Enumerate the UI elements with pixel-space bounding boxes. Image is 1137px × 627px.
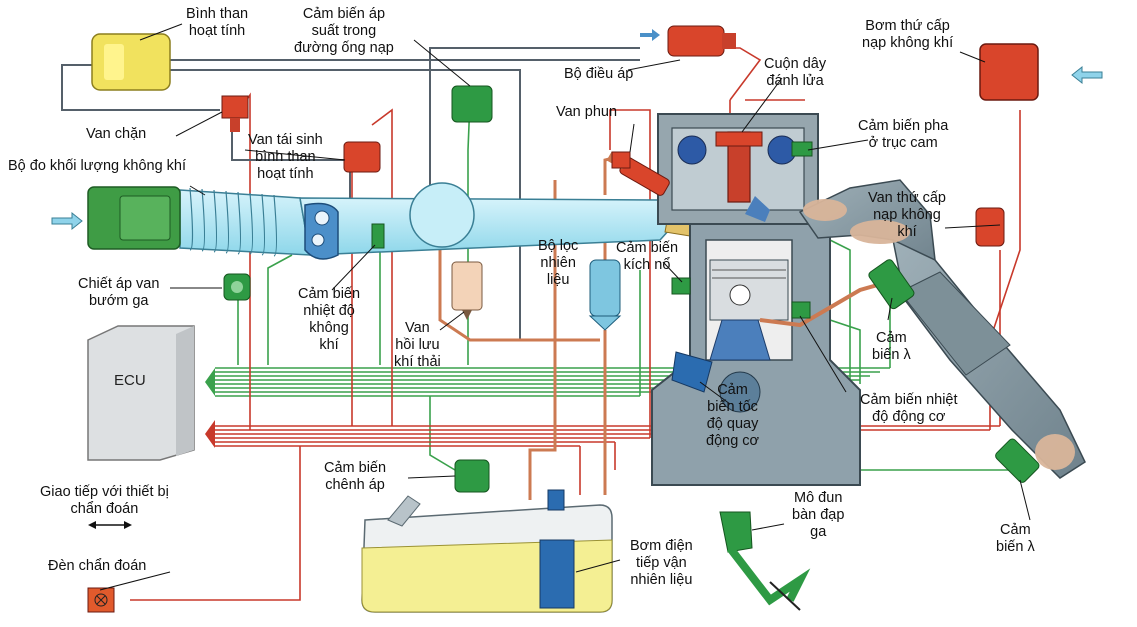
label-pedal-module: Mô đun bàn đạp ga <box>792 490 845 540</box>
purge-valve-component <box>343 141 381 173</box>
label-fuel-pump: Bơm điện tiếp vận nhiên liệu <box>630 538 693 588</box>
label-air-mass-meter: Bộ đo khối lượng không khí <box>8 158 187 174</box>
speed-sensor-component <box>671 351 713 393</box>
label-injector: Van phun <box>556 104 618 120</box>
label-fuel-filter: Bộ lọc nhiên liệu <box>538 238 579 288</box>
label-secondary-air-pump: Bơm thứ cấp nạp không khí <box>862 18 954 51</box>
pedal-module-component <box>719 511 811 611</box>
leader-lines <box>99 23 1031 591</box>
throttle-pot-component <box>223 273 251 301</box>
label-intake-air-temp-sensor: Cảm biến nhiệt độ không khí <box>298 286 361 353</box>
label-diagnostic-lamp: Đèn chẩn đoán <box>48 558 147 574</box>
label-differential-pressure-sensor: Cảm biến chênh áp <box>324 460 387 493</box>
fuel-filter-component <box>588 259 622 331</box>
engine-block <box>606 113 861 486</box>
exhaust-system <box>759 179 1086 479</box>
label-canister: Bình than hoạt tính <box>186 6 249 39</box>
air-mass-meter-component <box>87 186 181 250</box>
canister-component <box>91 33 171 91</box>
label-egr-valve: Van hồi lưu khí thải <box>394 320 441 370</box>
label-lambda-sensor-2: Cảm biến λ <box>996 522 1035 555</box>
label-purge-valve: Van tái sinh bình than hoạt tính <box>248 132 323 182</box>
label-engine-temp-sensor: Cảm biến nhiệt độ động cơ <box>860 392 958 425</box>
lambda-sensor-components <box>868 259 1040 483</box>
throttle-body-component <box>304 202 339 260</box>
label-knock-sensor: Cảm biến kích nổ <box>616 240 679 273</box>
small-engine-sensors <box>371 141 813 319</box>
air-intake-tract <box>51 29 1103 257</box>
label-manifold-pressure-sensor: Cảm biến áp suất trong đường ống nạp <box>294 6 394 56</box>
secondary-air-valve-component <box>975 207 1005 247</box>
ecu-component <box>87 325 215 461</box>
label-cam-phase-sensor: Cảm biến pha ở trục cam <box>858 118 949 151</box>
diff-pressure-sensor-component <box>454 459 490 493</box>
label-throttle-potentiometer: Chiết áp van bướm ga <box>78 276 160 309</box>
pressure-regulator-component <box>667 25 736 57</box>
shutoff-valve-component <box>221 95 249 132</box>
manifold-pressure-sensor-component <box>451 85 493 123</box>
diagnostic-lamp-component <box>87 587 115 613</box>
secondary-air-pump-component <box>979 43 1039 101</box>
label-diagnostic-interface: Giao tiếp với thiết bị chẩn đoán <box>40 484 169 517</box>
fuel-tank <box>361 489 613 613</box>
label-lambda-sensor-1: Cảm biến λ <box>872 330 911 363</box>
label-ignition-coil: Cuộn dây đánh lửa <box>764 56 827 89</box>
label-ecu: ECU <box>114 372 146 389</box>
egr-valve-component <box>451 261 483 320</box>
label-engine-speed-sensor: Cảm biến tốc độ quay động cơ <box>706 382 760 449</box>
diagnostic-arrow <box>88 521 132 529</box>
label-pressure-regulator: Bộ điều áp <box>564 66 634 82</box>
label-secondary-air-valve: Van thứ cấp nạp không khí <box>868 190 946 240</box>
label-shutoff-valve: Van chặn <box>86 126 147 142</box>
